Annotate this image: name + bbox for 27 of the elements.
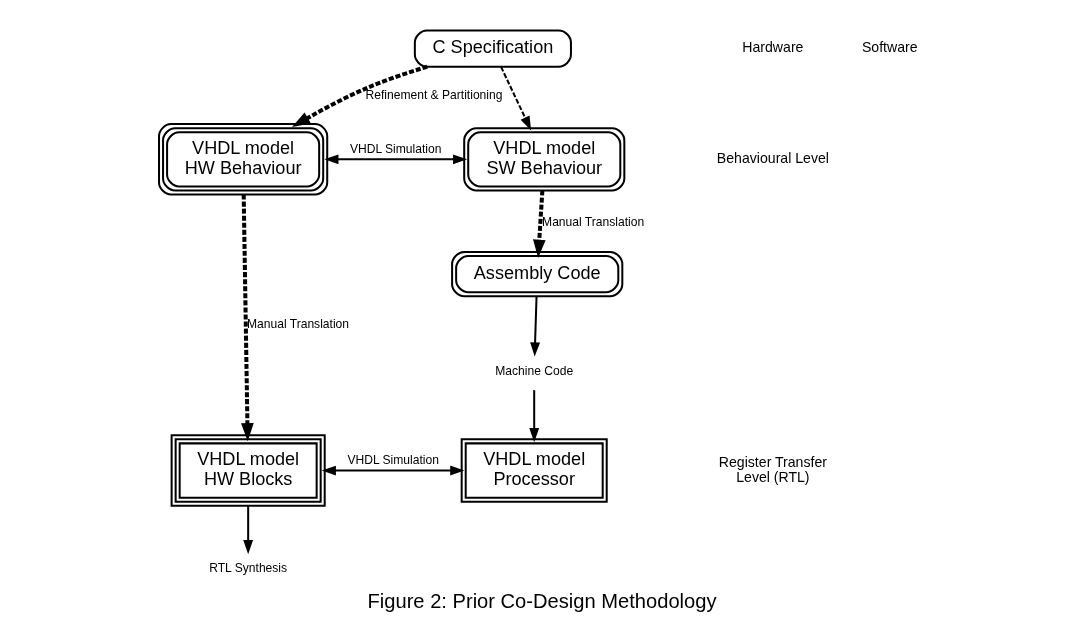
arrow	[291, 64, 428, 128]
arrow	[499, 66, 531, 131]
arrow	[529, 296, 540, 357]
label: Software	[861, 39, 918, 56]
edge-label: VHDL Simulation	[346, 453, 439, 468]
node-text: RTL Synthesis	[208, 561, 287, 576]
node-box: Assembly Code	[450, 251, 623, 298]
edge-label: Refinement & Partitioning	[365, 87, 502, 102]
edge-label: Manual Translation	[541, 215, 644, 230]
arrow	[240, 194, 254, 442]
node-box: C Specification	[413, 29, 572, 68]
arrow	[528, 390, 539, 443]
label: Hardware	[741, 39, 803, 56]
arrow	[323, 154, 467, 165]
arrow	[321, 465, 464, 476]
label: Register Transfer Level (RTL)	[718, 453, 827, 485]
arrow	[532, 190, 546, 258]
node-box: VHDL model HW Blocks	[170, 434, 326, 507]
edge-label: VHDL Simulation	[349, 141, 441, 156]
caption: Figure 2: Prior Co-Design Methodology	[367, 589, 716, 612]
edge-label: Manual Translation	[246, 317, 349, 332]
node-box: VHDL model Processor	[460, 438, 608, 503]
label: Behavioural Level	[716, 150, 829, 167]
node-box: VHDL model SW Behaviour	[462, 127, 625, 192]
node-box: VHDL model HW Behaviour	[157, 123, 328, 196]
node-text: Machine Code	[494, 363, 573, 378]
arrow	[242, 505, 253, 555]
